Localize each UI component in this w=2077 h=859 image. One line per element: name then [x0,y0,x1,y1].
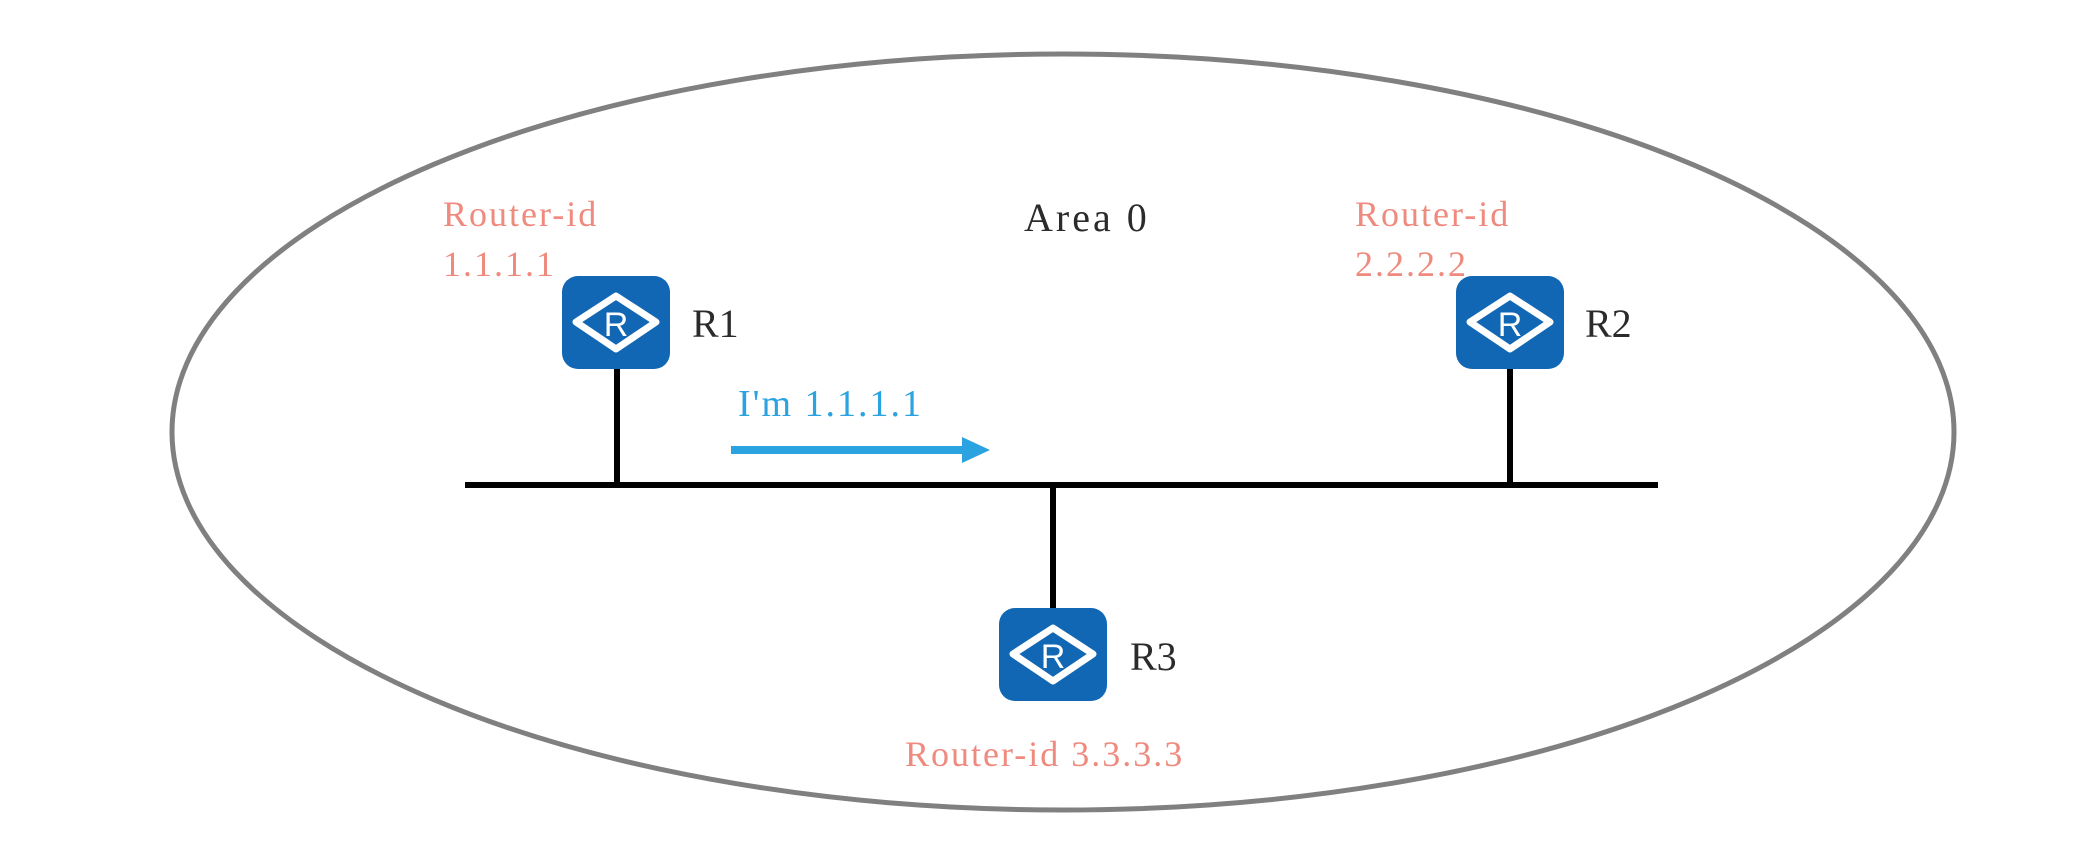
router-icon-r1[interactable]: R [562,276,670,369]
svg-text:R: R [1041,638,1066,676]
router-label-r1: R1 [692,301,739,346]
area-boundary-ellipse [169,51,1957,813]
router-id-label-r2-line2: 2.2.2.2 [1355,244,1468,284]
area-label: Area 0 [1024,195,1150,240]
router-id-label-r1-line2: 1.1.1.1 [443,244,556,284]
router-id-label-r2-line1: Router-id [1355,194,1511,234]
router-icon-r3[interactable]: R [999,608,1107,701]
router-id-label-r3: Router-id 3.3.3.3 [905,734,1185,774]
router-label-r2: R2 [1585,301,1632,346]
message-arrow [731,437,990,463]
router-icon-r2[interactable]: R [1456,276,1564,369]
svg-text:R: R [1498,306,1523,344]
svg-text:R: R [604,306,629,344]
router-label-r3: R3 [1130,634,1177,679]
message-label: I'm 1.1.1.1 [738,383,924,425]
router-id-label-r1-line1: Router-id [443,194,599,234]
